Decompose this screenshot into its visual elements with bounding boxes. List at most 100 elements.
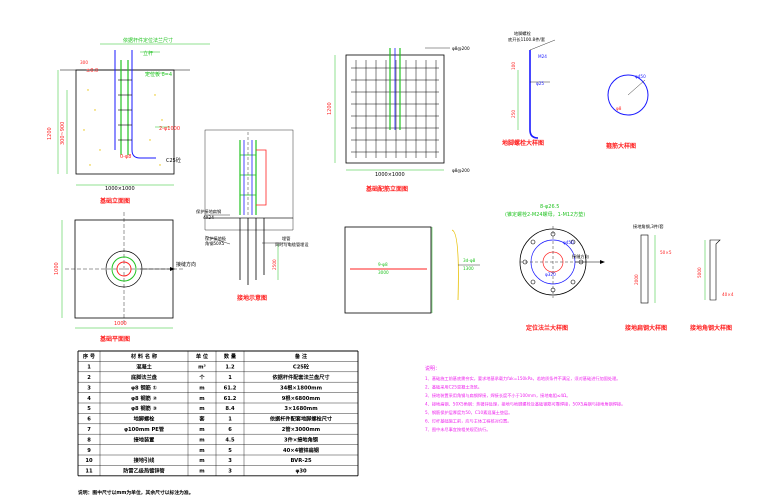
table-cell-4-4: 9根×6800mm xyxy=(282,394,320,402)
table-cell-3-1: φ8 钢筋 ① xyxy=(131,383,157,391)
table-cell-1-3: 1.2 xyxy=(225,365,235,371)
table-cell-7-4: 2管×3000mm xyxy=(282,425,320,433)
note-item-5: 5、钢筋保护层厚度为50，C10素混凝土垫层。 xyxy=(425,409,512,416)
table-cell-2-2: 个 xyxy=(198,374,205,381)
bolt-label-a: 地脚螺栓 xyxy=(514,30,532,37)
table-cell-1-0: 1 xyxy=(87,365,91,371)
rebar-grid xyxy=(351,60,439,158)
table-cell-6-1: 地脚螺栓 xyxy=(134,415,156,423)
table-cell-10-1: 接地引线 xyxy=(134,456,156,464)
table-cell-9-4: 40×4镀锌扁钢 xyxy=(283,446,319,454)
ground-title: 接地示意图 xyxy=(236,294,267,302)
table-cell-5-0: 5 xyxy=(87,406,91,412)
table-cell-11-4: φ30 xyxy=(295,469,307,475)
flatsteel-view: 接地角钢,3件/套 50×5 2000 接地扁钢大样图 xyxy=(624,223,672,332)
flatsteel-label-b: 50×5 xyxy=(660,250,672,255)
bolt-title: 地脚螺栓大样图 xyxy=(502,139,544,147)
table-cell-2-3: 1 xyxy=(228,375,232,381)
elev-label-top: 依据杆件定位法兰尺寸 xyxy=(123,37,173,44)
note-item-1: 1、基础施工前基底需夯实，要求地基承载力fak=150kPa，若地质条件不满足，… xyxy=(425,375,620,382)
table-cell-9-2: m xyxy=(199,448,204,454)
elev-dim-bottom: 1000×1000 xyxy=(105,186,135,192)
table-cell-7-2: m xyxy=(199,427,204,433)
flange-title: 定位法兰大样图 xyxy=(525,324,568,332)
table-cell-10-4: BVR-25 xyxy=(290,458,312,464)
elev-label-plate: 定位板 δ=4 xyxy=(145,71,172,78)
bolt-label-b: 底开长1100.8件/套 xyxy=(508,36,546,43)
flatsteel-title: 接地扁钢大样图 xyxy=(624,324,667,332)
plan-dim-left: 1000 xyxy=(54,262,60,275)
table-cell-4-2: m xyxy=(199,396,204,402)
flatsteel-label-a: 接地角钢,3件/套 xyxy=(633,223,664,230)
table-cell-8-0: 8 xyxy=(87,437,91,443)
table-cell-10-0: 10 xyxy=(85,458,93,464)
table-cell-11-1: 防雷乙级热镀锌管 xyxy=(123,467,165,475)
ground-label-wire2: 4X24 xyxy=(203,215,214,220)
table-cell-2-0: 2 xyxy=(87,375,91,381)
ground-view: 保护接地扁钢 4X24 保护接地极 角钢50X5 埋管 同时与电缆管埋设 250… xyxy=(196,129,309,302)
elev-title: 基础立面图 xyxy=(99,197,130,205)
note-item-2: 2、基础采用C25混凝土浇筑。 xyxy=(425,384,482,391)
bolt-label-e: 100 xyxy=(511,62,516,70)
table-cell-4-3: 61.2 xyxy=(224,396,237,402)
table-cell-1-4: C25砼 xyxy=(293,363,310,371)
rebar-tag-top: φ8@200 xyxy=(452,46,470,51)
elev-label-inner: 0-φ8 xyxy=(120,154,131,160)
table-cell-5-4: 3×1680mm xyxy=(284,406,317,412)
hoop-label-d: 1300 xyxy=(463,266,474,271)
flange-label-c: φ450 xyxy=(563,240,574,245)
ground-label-rod: 保护接地极 xyxy=(205,235,227,242)
rebar-dim-left: 1200 xyxy=(327,102,333,115)
anglesteel-label-a: 40×4 xyxy=(722,292,734,297)
table-cell-6-2: 套 xyxy=(199,415,205,423)
anglesteel-label-b: 5000 xyxy=(697,267,702,278)
elev-label-rebar: 2-φ1000 xyxy=(159,126,180,132)
table-header-0-4: 备 注 xyxy=(294,352,308,360)
plan-title: 基础平面图 xyxy=(99,335,130,343)
flange-label-a: 8-φ26.5 xyxy=(540,204,559,210)
flatsteel-label-c: 2000 xyxy=(634,274,639,285)
table-cell-4-1: φ8 钢筋 ② xyxy=(131,394,157,402)
table-cell-8-4: 3件×接地角钢 xyxy=(284,435,318,443)
plan-label-dir: 接缝方向 xyxy=(176,261,196,268)
note-item-4: 4、接地扁钢、50X5角钢：热镀锌处理，接地与地脚螺栓及基础钢筋可靠焊接，50X… xyxy=(425,401,625,408)
table-cell-7-0: 7 xyxy=(87,427,91,433)
hoop-view: 9-φ8 3000 3d-φ8 1300 xyxy=(344,226,480,314)
elev-dim-left-b: 300~900 xyxy=(60,122,66,145)
bar-label-a: φ450 xyxy=(635,74,646,79)
table-header-0-3: 数 量 xyxy=(224,352,237,360)
hoop-outline xyxy=(344,226,432,314)
table-cell-7-1: φ100mm PE管 xyxy=(124,425,164,433)
anglesteel-view: 40×4 5000 接地角钢大样图 xyxy=(689,239,734,332)
note-item-3: 3、接地装置采用角钢与扁钢焊接，焊接长度不小于100mm，接地电阻≤4Ω。 xyxy=(425,392,570,399)
table-cell-8-3: 4.5 xyxy=(225,437,235,443)
flange-label-e: φ320 xyxy=(545,272,556,277)
table-cell-6-0: 6 xyxy=(87,417,91,423)
table-cell-9-0: 9 xyxy=(87,448,91,454)
table-cell-3-3: 61.2 xyxy=(224,385,237,391)
notes-heading: 说明： xyxy=(425,365,440,372)
table-cell-8-1: 接地装置 xyxy=(134,435,155,443)
anglesteel-title: 接地角钢大样图 xyxy=(689,324,732,332)
plan-pole-circle xyxy=(116,261,132,277)
ground-label-wire: 保护接地扁钢 xyxy=(196,208,221,215)
bar-view: φ450 φ8 箍筋大样图 xyxy=(605,74,649,150)
table-header-0-2: 单 位 xyxy=(196,352,209,360)
elevation-view: 依据杆件定位法兰尺寸 立杆 定位板 δ=4 2-φ1000 C25砼 0-φ8 … xyxy=(47,37,210,205)
notes: 说明： 1、基础施工前基底需夯实，要求地基承载力fak=150kPa，若地质条件… xyxy=(425,365,625,433)
table-cell-8-2: m xyxy=(199,437,204,443)
flange-view: 8-φ26.5 (锥定螺栓2-M24螺母，1-M12方垫) φ450 接缝方向 … xyxy=(505,204,605,332)
note-item-7: 7、图中未尽事宜按相关规范执行。 xyxy=(425,426,490,433)
table-cell-6-3: 1 xyxy=(228,417,232,423)
note-item-6: 6、灯杆基础施工前，应与主体工程核对位置。 xyxy=(425,418,511,425)
elev-label-pole: 立杆 xyxy=(143,50,153,57)
flatsteel-bar xyxy=(640,234,649,304)
elev-dim-left-a: 1200 xyxy=(47,127,53,140)
ground-label-pipe: 埋管 xyxy=(282,235,290,242)
table-cell-1-1: 混凝土 xyxy=(136,363,152,371)
table-cell-5-3: 8.4 xyxy=(225,406,235,412)
table-cell-11-0: 11 xyxy=(85,469,93,475)
table-cell-5-2: m xyxy=(199,406,204,412)
ground-dim: 2500 xyxy=(272,259,277,270)
